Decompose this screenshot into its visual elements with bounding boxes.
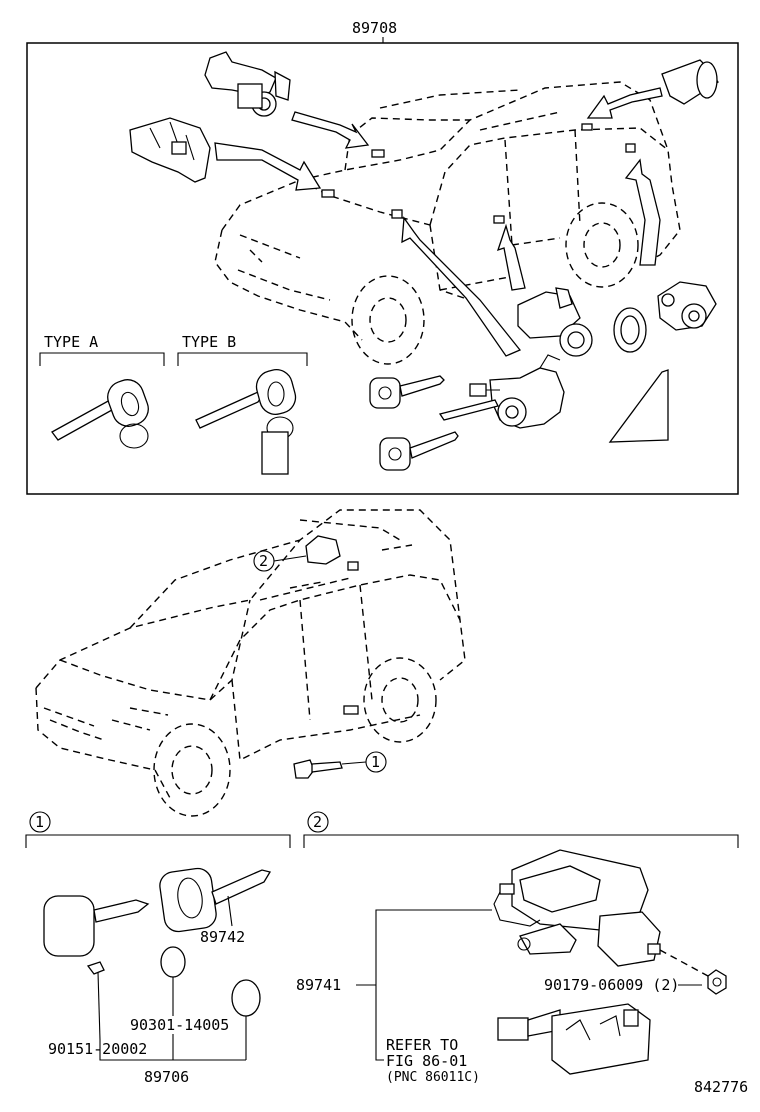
callout-1-top: 1 <box>293 751 387 779</box>
assembly-arrows <box>214 87 663 357</box>
transponder-location-blob <box>305 535 341 565</box>
type-b-key <box>195 369 297 475</box>
cap-small-part <box>160 946 186 1016</box>
section-2: 2 90179-06009 (2) 89741 REFER TO FIG 86-… <box>296 811 739 1085</box>
cap-large-part <box>231 979 261 1060</box>
figure-id: 842776 <box>694 1078 748 1096</box>
door-lock-cylinder-part <box>204 51 291 117</box>
type-a-bracket <box>39 352 165 366</box>
section-1-index: 1 <box>35 813 44 831</box>
section-1-bracket <box>25 834 291 848</box>
set-bracket <box>99 1040 246 1061</box>
section-2-index: 2 <box>313 813 322 831</box>
screw-part-number: 90151-20002 <box>48 1040 147 1058</box>
screw-part <box>86 961 105 1041</box>
trim-ring-part <box>613 307 647 353</box>
amplifier-part <box>497 1003 651 1075</box>
door-switch-part <box>129 117 211 183</box>
bolt-part <box>707 969 727 995</box>
middle-vehicle-outline <box>35 509 466 817</box>
lock-bezel-part <box>608 369 669 443</box>
bolt-dashed-leader <box>659 949 709 977</box>
bolt-part-number: 90179-06009 (2) <box>544 976 679 994</box>
sub-key-top <box>379 431 459 471</box>
fuel-lid-cap-part <box>661 59 719 105</box>
type-a-label: TYPE A <box>44 333 98 351</box>
refer-line-1: REFER TO <box>386 1036 458 1054</box>
ecu-part-number: 89741 <box>296 976 341 994</box>
callout-2-top: 2 <box>253 535 341 572</box>
callout-1-number: 1 <box>371 753 380 771</box>
master-key-top <box>369 375 445 409</box>
refer-line-3: (PNC 86011C) <box>386 1070 480 1085</box>
cap-part-number: 90301-14005 <box>130 1016 229 1034</box>
lock-location-markers <box>321 123 636 224</box>
top-vehicle-outline <box>214 81 681 365</box>
set-part-number: 89706 <box>144 1068 189 1086</box>
key-part-number: 89742 <box>200 928 245 946</box>
ignition-cylinder-part <box>438 354 565 429</box>
back-door-cylinder-part <box>657 281 717 331</box>
type-a-key <box>51 379 149 449</box>
rear-lock-cylinder-part <box>517 287 593 357</box>
section-1: 1 89742 90301-14005 90151-20002 <box>25 811 291 1086</box>
key-head-blank-part <box>43 895 150 957</box>
section-2-bracket <box>303 834 739 848</box>
assembly-part-number: 89708 <box>352 19 397 37</box>
transponder-ecu-part <box>493 849 661 967</box>
refer-line-2: FIG 86-01 <box>386 1052 467 1070</box>
type-b-label: TYPE B <box>182 333 236 351</box>
callout-2-number: 2 <box>259 552 268 570</box>
assembly-frame <box>26 42 739 495</box>
type-b-bracket <box>177 352 308 366</box>
transponder-key-part <box>159 867 272 933</box>
